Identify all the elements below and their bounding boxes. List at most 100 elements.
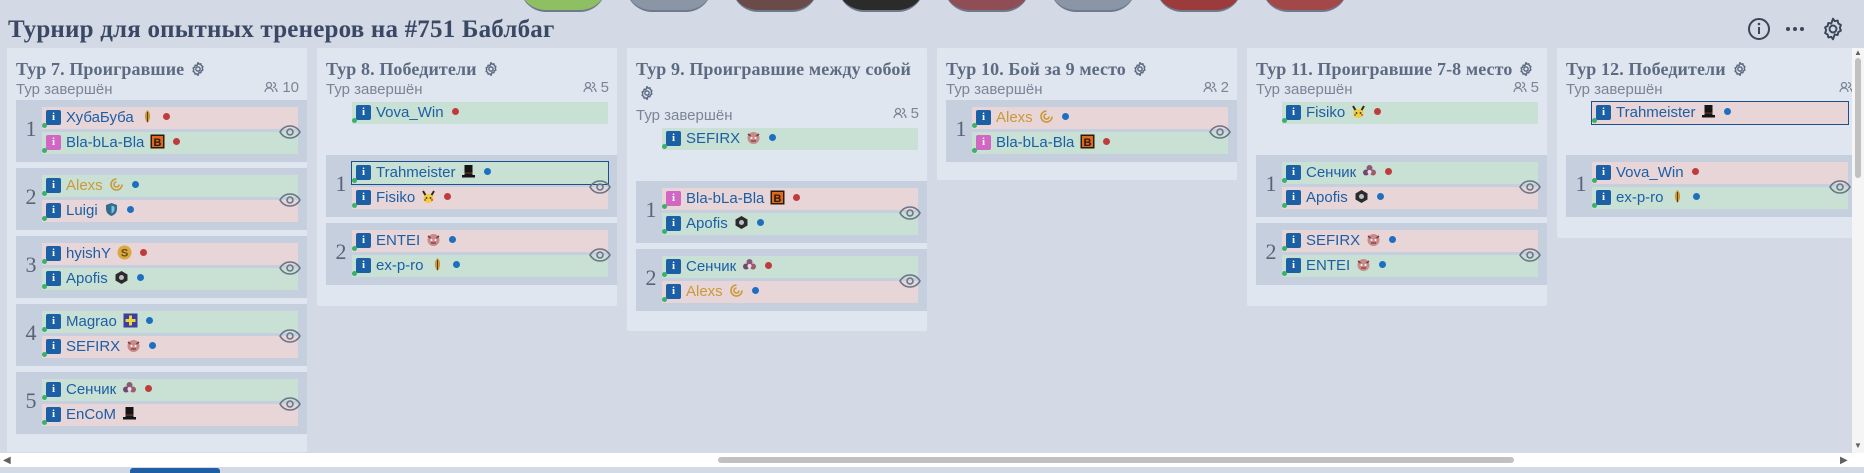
eye-icon[interactable]: [899, 274, 921, 288]
eye-icon[interactable]: [1519, 248, 1541, 262]
player-name[interactable]: Trahmeister: [376, 164, 492, 181]
player-name-text[interactable]: Trahmeister: [1616, 104, 1696, 121]
player-name[interactable]: ХубаБуба: [66, 109, 170, 126]
player-info-icon[interactable]: i: [42, 314, 61, 332]
player-name[interactable]: ENTEI: [376, 232, 457, 249]
eye-icon[interactable]: [279, 329, 301, 343]
player-name[interactable]: Vova_Win: [1616, 164, 1699, 181]
top-avatar[interactable]: [1262, 0, 1348, 12]
player-info-icon[interactable]: i: [42, 382, 61, 400]
horizontal-scroll-thumb[interactable]: [718, 457, 1514, 463]
player-name[interactable]: Apofis: [1306, 189, 1384, 206]
eye-icon[interactable]: [279, 397, 301, 411]
bottom-tab-indicator[interactable]: [130, 468, 220, 473]
player-name-text[interactable]: Luigi: [66, 202, 98, 219]
top-avatar[interactable]: [838, 0, 924, 12]
round-settings-icon[interactable]: [190, 61, 206, 77]
gear-icon[interactable]: [1818, 14, 1848, 44]
info-icon[interactable]: [1744, 14, 1774, 44]
eye-icon[interactable]: [589, 248, 611, 262]
player-name[interactable]: Fisiko: [376, 189, 452, 206]
player-name-text[interactable]: hyishY: [66, 245, 112, 262]
eye-icon[interactable]: [899, 206, 921, 220]
round-settings-icon[interactable]: [483, 61, 499, 77]
player-name-text[interactable]: ENTEI: [1306, 257, 1351, 274]
player-name[interactable]: Fisiko: [1306, 104, 1382, 121]
player-name-text[interactable]: ex-p-ro: [376, 257, 424, 274]
player-name-text[interactable]: Сенчик: [66, 381, 117, 398]
player-info-icon[interactable]: i: [352, 190, 371, 208]
player-name-text[interactable]: SEFIRX: [66, 338, 121, 355]
player-name[interactable]: Alexs: [996, 109, 1069, 126]
player-name[interactable]: Trahmeister: [1616, 104, 1732, 121]
player-row[interactable]: i Fisiko: [1282, 102, 1538, 124]
player-row[interactable]: i Сенчик: [662, 256, 918, 278]
player-name[interactable]: Apofis: [686, 215, 764, 232]
round-settings-icon[interactable]: [639, 85, 655, 101]
round-settings-icon[interactable]: [1518, 61, 1534, 77]
player-name[interactable]: ENTEI: [1306, 257, 1387, 274]
player-name-text[interactable]: Fisiko: [376, 189, 416, 206]
player-name-text[interactable]: Apofis: [66, 270, 108, 287]
player-info-icon[interactable]: i: [1282, 105, 1301, 123]
player-name[interactable]: Vova_Win: [376, 104, 459, 121]
player-name-text[interactable]: Сенчик: [1306, 164, 1357, 181]
player-info-icon[interactable]: i: [42, 271, 61, 289]
player-name-text[interactable]: SEFIRX: [686, 130, 741, 147]
top-avatar[interactable]: [1050, 0, 1136, 12]
player-info-icon[interactable]: i: [662, 191, 681, 209]
player-info-icon[interactable]: i: [662, 259, 681, 277]
player-name-text[interactable]: Alexs: [66, 177, 103, 194]
player-name[interactable]: Сенчик: [66, 381, 153, 398]
player-info-icon[interactable]: i: [1592, 105, 1611, 123]
player-info-icon[interactable]: i: [42, 135, 61, 153]
player-name[interactable]: Alexs: [66, 177, 139, 194]
eye-icon[interactable]: [279, 193, 301, 207]
vertical-scroll-thumb[interactable]: [1855, 58, 1861, 178]
player-name-text[interactable]: Apofis: [686, 215, 728, 232]
eye-icon[interactable]: [279, 125, 301, 139]
player-info-icon[interactable]: i: [352, 165, 371, 183]
top-avatar[interactable]: [626, 0, 712, 12]
player-name[interactable]: EnCoM: [66, 406, 137, 423]
round-settings-icon[interactable]: [1732, 61, 1748, 77]
player-row[interactable]: i Сенчик: [42, 379, 298, 401]
player-info-icon[interactable]: i: [352, 233, 371, 251]
player-name-text[interactable]: Bla-bLa-Bla: [66, 134, 145, 151]
player-row[interactable]: i Apofis: [42, 268, 298, 290]
player-info-icon[interactable]: i: [662, 284, 681, 302]
player-name-text[interactable]: Alexs: [686, 283, 723, 300]
player-info-icon[interactable]: i: [42, 339, 61, 357]
top-avatar[interactable]: [520, 0, 606, 12]
player-name-text[interactable]: Bla-bLa-Bla: [996, 134, 1075, 151]
player-name-text[interactable]: EnCoM: [66, 406, 117, 423]
top-avatar[interactable]: [732, 0, 818, 12]
player-info-icon[interactable]: i: [42, 178, 61, 196]
player-name-text[interactable]: ХубаБуба: [66, 109, 134, 126]
player-name-text[interactable]: Fisiko: [1306, 104, 1346, 121]
more-icon[interactable]: [1780, 14, 1810, 44]
player-name[interactable]: Сенчик: [1306, 164, 1393, 181]
player-name-text[interactable]: Сенчик: [686, 258, 737, 275]
player-name-text[interactable]: ENTEI: [376, 232, 421, 249]
